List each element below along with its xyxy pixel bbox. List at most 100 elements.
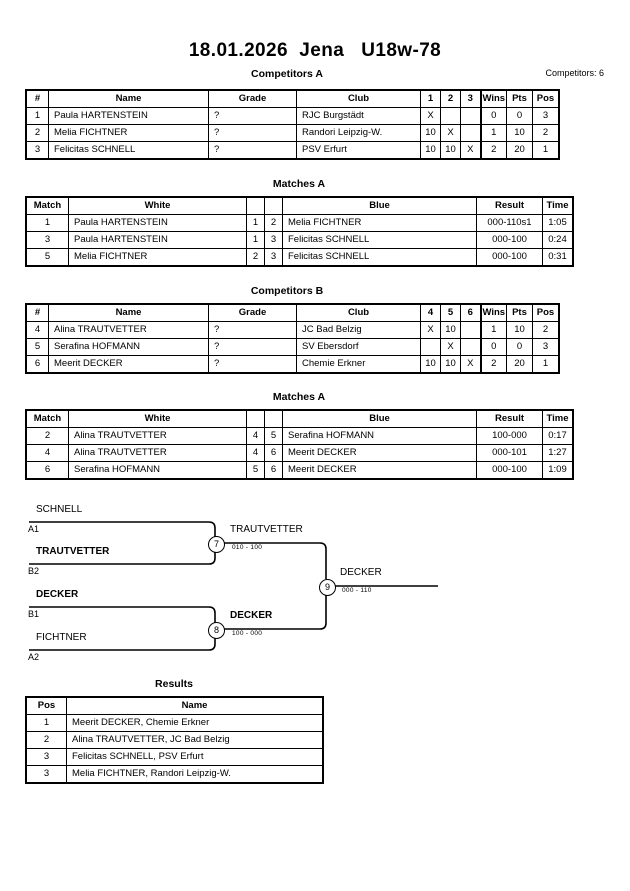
col-opp-1: 1 <box>420 90 441 108</box>
bracket-lines <box>29 521 438 651</box>
cell-result: 000-100 <box>476 461 543 479</box>
col-pts: Pts <box>506 90 533 108</box>
col-num: # <box>26 304 49 322</box>
bracket-entry-seed: B1 <box>28 609 40 619</box>
col-result: Result <box>476 410 543 428</box>
cell-mark-4: X <box>420 321 441 339</box>
bracket-entry-name: DECKER <box>36 589 79 600</box>
col-blue-num <box>264 410 283 428</box>
cell-pos: 3 <box>26 748 67 766</box>
cell-mark-1: 10 <box>420 124 441 142</box>
cell-num: 4 <box>26 321 49 339</box>
cell-wins: 1 <box>479 124 507 142</box>
col-match: Match <box>26 410 69 428</box>
cell-grade: ? <box>208 355 297 373</box>
col-result: Result <box>476 197 543 215</box>
table-header-row: Match White Blue Result Time <box>26 410 573 428</box>
col-wins: Wins <box>479 304 507 322</box>
cell-mark-6 <box>460 321 481 339</box>
cell-mark-5: 10 <box>440 355 461 373</box>
cell-pos: 1 <box>26 714 67 732</box>
table-header-row: # Name Grade Club 4 5 6 Wins Pts Pos <box>26 304 559 322</box>
bracket-semifinal-score: 100 - 000 <box>232 630 263 637</box>
cell-wins: 2 <box>479 355 507 373</box>
col-match: Match <box>26 197 69 215</box>
cell-result: 000-101 <box>476 444 543 462</box>
col-time: Time <box>542 410 573 428</box>
cell-pos: 2 <box>26 731 67 749</box>
table-row: 2 Alina TRAUTVETTER 4 5 Serafina HOFMANN… <box>26 427 573 445</box>
cell-pos: 1 <box>532 355 559 373</box>
bracket-path-final-upper <box>224 542 327 579</box>
results-table: Pos Name 1 Meerit DECKER, Chemie Erkner … <box>26 697 323 783</box>
cell-num: 3 <box>26 141 49 159</box>
cell-blue: Serafina HOFMANN <box>282 427 477 445</box>
col-white: White <box>68 197 247 215</box>
cell-blue: Felicitas SCHNELL <box>282 231 477 249</box>
cell-result: 000-110s1 <box>476 214 543 232</box>
cell-blue-num: 3 <box>264 231 283 249</box>
cell-club: JC Bad Belzig <box>296 321 421 339</box>
col-opp-3: 3 <box>460 90 481 108</box>
col-blue-num <box>264 197 283 215</box>
cell-blue-num: 6 <box>264 444 283 462</box>
col-pts: Pts <box>506 304 533 322</box>
cell-white-num: 1 <box>246 231 265 249</box>
cell-pts: 20 <box>506 141 533 159</box>
col-opp-6: 6 <box>460 304 481 322</box>
col-time: Time <box>542 197 573 215</box>
cell-name: Alina TRAUTVETTER <box>48 321 209 339</box>
cell-result: 000-100 <box>476 248 543 266</box>
cell-match: 2 <box>26 427 69 445</box>
col-club: Club <box>296 304 421 322</box>
cell-mark-1: 10 <box>420 141 441 159</box>
cell-club: Randori Leipzig-W. <box>296 124 421 142</box>
col-grade: Grade <box>208 90 297 108</box>
cell-num: 5 <box>26 338 49 356</box>
cell-white: Alina TRAUTVETTER <box>68 444 247 462</box>
cell-white-num: 4 <box>246 444 265 462</box>
cell-club: RJC Burgstädt <box>296 107 421 125</box>
cell-mark-3 <box>460 124 481 142</box>
col-pos: Pos <box>532 304 559 322</box>
cell-wins: 0 <box>479 107 507 125</box>
cell-white: Serafina HOFMANN <box>68 461 247 479</box>
table-row: 2 Alina TRAUTVETTER, JC Bad Belzig <box>26 731 323 749</box>
cell-blue: Melia FICHTNER <box>282 214 477 232</box>
cell-match: 6 <box>26 461 69 479</box>
cell-pos: 3 <box>532 338 559 356</box>
table-row: 2 Melia FICHTNER ? Randori Leipzig-W. 10… <box>26 124 559 142</box>
cell-name: Melia FICHTNER <box>48 124 209 142</box>
col-opp-2: 2 <box>440 90 461 108</box>
table-row: 3 Melia FICHTNER, Randori Leipzig-W. <box>26 765 323 783</box>
matches-table-a: Match White Blue Result Time 1 Paula HAR… <box>26 197 573 266</box>
col-opp-4: 4 <box>420 304 441 322</box>
table-header-row: Pos Name <box>26 697 323 715</box>
cell-white: Alina TRAUTVETTER <box>68 427 247 445</box>
cell-num: 6 <box>26 355 49 373</box>
bracket-semifinal-winner: TRAUTVETTER <box>230 524 303 535</box>
col-white-num <box>246 197 265 215</box>
col-name: Name <box>66 697 323 715</box>
cell-match: 3 <box>26 231 69 249</box>
cell-mark-1: X <box>420 107 441 125</box>
table-row: 3 Paula HARTENSTEIN 1 3 Felicitas SCHNEL… <box>26 231 573 249</box>
col-opp-5: 5 <box>440 304 461 322</box>
cell-grade: ? <box>208 124 297 142</box>
cell-mark-3: X <box>460 141 481 159</box>
table-header-row: # Name Grade Club 1 2 3 Wins Pts Pos <box>26 90 559 108</box>
table-row: 6 Serafina HOFMANN 5 6 Meerit DECKER 000… <box>26 461 573 479</box>
cell-blue-num: 2 <box>264 214 283 232</box>
table-row: 5 Serafina HOFMANN ? SV Ebersdorf X 0 0 … <box>26 338 559 356</box>
cell-pts: 20 <box>506 355 533 373</box>
table-row: 5 Melia FICHTNER 2 3 Felicitas SCHNELL 0… <box>26 248 573 266</box>
cell-wins: 0 <box>479 338 507 356</box>
cell-match: 4 <box>26 444 69 462</box>
cell-pos: 3 <box>532 107 559 125</box>
cell-pos: 3 <box>26 765 67 783</box>
page-title: 18.01.2026 Jena U18w-78 <box>188 40 442 61</box>
cell-mark-2: 10 <box>440 141 461 159</box>
cell-white: Melia FICHTNER <box>68 248 247 266</box>
col-blue: Blue <box>282 410 477 428</box>
col-name: Name <box>48 304 209 322</box>
